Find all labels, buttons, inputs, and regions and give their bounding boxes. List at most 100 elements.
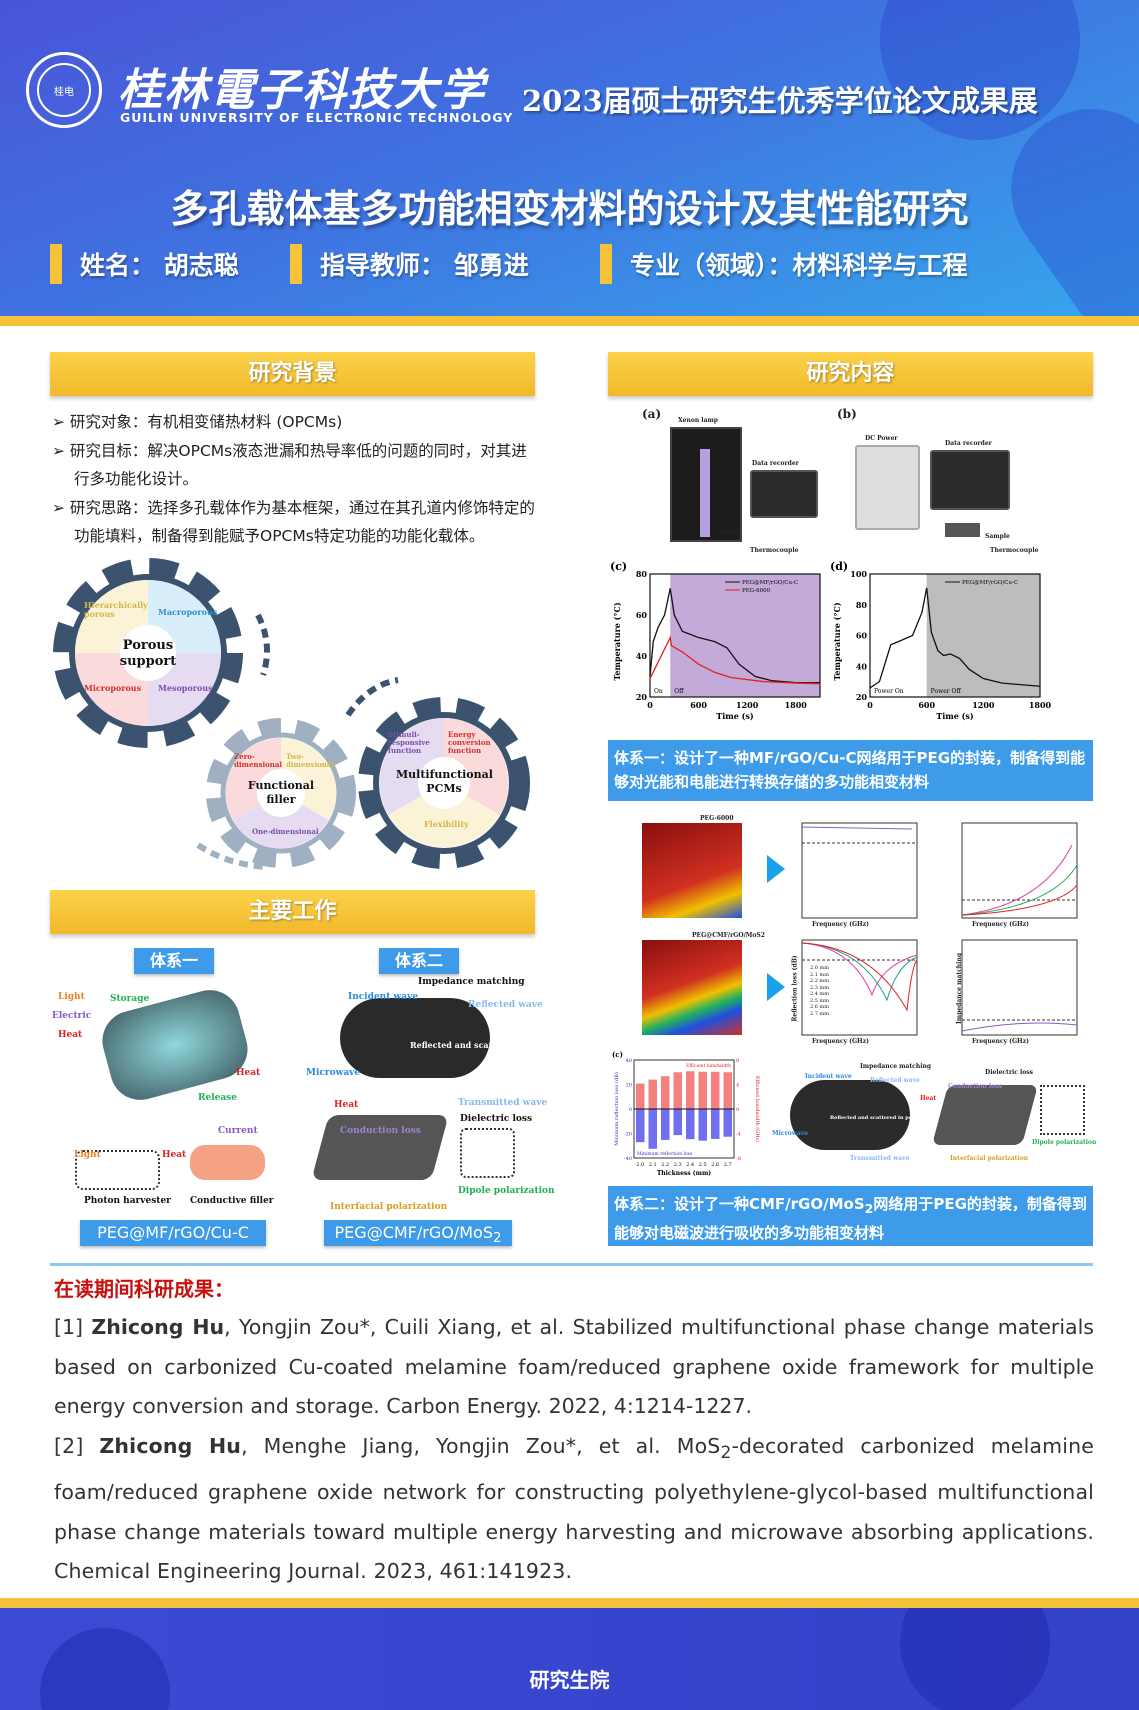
bar-min-rl <box>661 1109 670 1140</box>
arrow-dashed <box>255 613 270 676</box>
bar-min-rl <box>686 1109 695 1140</box>
data-recorder-device <box>750 470 818 518</box>
x-tick-label: 2.0 <box>636 1162 644 1168</box>
system2-schematic: Impedance matching Incident wave Reflect… <box>306 977 556 1212</box>
y2-tick-label: 0 <box>736 1107 739 1113</box>
y-axis-label: Temperature (°C) <box>832 602 842 680</box>
panel-label: (c) <box>612 1050 623 1059</box>
x-tick-label: 2.4 <box>686 1162 694 1168</box>
x-tick-label: 2.5 <box>699 1162 707 1168</box>
cmf-zoom-image <box>931 1085 1039 1145</box>
cmf-zoom-image <box>311 1115 449 1180</box>
background-bullets: ➢ 研究对象：有机相变储热材料 (OPCMs) ➢ 研究目标：解决OPCMs液态… <box>52 408 537 551</box>
plot-frame <box>649 573 821 698</box>
bullet-object: ➢ 研究对象：有机相变储热材料 (OPCMs) <box>52 413 343 431</box>
quadrant-macroporous: Macroporous <box>158 607 218 617</box>
xenon-lamp-box <box>670 427 742 542</box>
rgo-lattice-image <box>1040 1085 1085 1135</box>
series-line <box>649 588 820 684</box>
system2-tab: 体系二 <box>379 948 459 974</box>
x-tick-label: 1800 <box>1029 700 1052 710</box>
bullet-approach: ➢ 研究思路：选择多孔载体作为基本框架，通过在其孔道内修饰特定的功能填料，制备得… <box>52 498 535 546</box>
y-tick-label: 20 <box>636 692 648 702</box>
setup-a-figure: (a) Xenon lamp Data recorder Sample Ther… <box>640 405 840 555</box>
y-tick-label: 60 <box>636 610 648 620</box>
system2-material-name: PEG@CMF/rGO/MoS2 <box>324 1220 512 1246</box>
quadrant-microporous: Microporous <box>84 683 142 693</box>
y-tick-label: 0 <box>629 1107 632 1113</box>
y-tick-label: 60 <box>856 631 868 641</box>
sample-plate <box>945 523 980 537</box>
x-tick-label: 2.6 <box>711 1162 719 1168</box>
panel-label: (c) <box>610 560 627 573</box>
legend-label: Minimum reflection loss <box>637 1151 693 1157</box>
bar-bandwidth <box>698 1071 707 1109</box>
bar-min-rl <box>648 1109 657 1149</box>
y2-tick-label: -4 <box>736 1132 741 1138</box>
series-line <box>869 587 1041 689</box>
legend-label: PEG@MF/rGO/Cu-C <box>742 579 798 586</box>
publications-heading: 在读期间科研成果： <box>54 1277 234 1301</box>
y-tick-label: 20 <box>856 692 868 702</box>
x-tick-label: 600 <box>690 700 707 710</box>
bar-bandwidth <box>661 1076 670 1109</box>
cmf-image <box>790 1080 910 1150</box>
rl-3d-plot-b <box>642 940 742 1035</box>
data-recorder-device <box>930 450 1010 510</box>
legend-label: PEG@MF/rGO/Cu-C <box>962 579 1018 586</box>
bar-min-rl <box>673 1109 682 1136</box>
system1-schematic: Light Electric Heat Storage Heat Release… <box>50 980 290 1210</box>
rl-3d-plot-a <box>642 823 742 918</box>
university-logo: 桂电 <box>26 52 102 128</box>
section-heading-content: 研究内容 <box>608 352 1093 396</box>
annotation: Power Off <box>931 688 962 695</box>
gear-porous-support <box>53 558 243 748</box>
x-axis-label: Time (s) <box>936 711 974 721</box>
annotation: Off <box>674 688 684 695</box>
y2-tick-label: -8 <box>736 1156 741 1162</box>
panel-label: (d) <box>830 560 848 573</box>
sector-zero-dimensional: Zero-dimensional <box>234 752 283 770</box>
y-axis-label: Temperature (°C) <box>612 602 622 680</box>
x-tick-label: 0 <box>647 700 653 710</box>
x-tick-label: 2.3 <box>674 1162 682 1168</box>
poster-footer: 研究生院 <box>0 1608 1139 1710</box>
x-tick-label: 1800 <box>785 700 808 710</box>
y2-tick-label: 8 <box>736 1058 739 1064</box>
bar-bandwidth <box>648 1079 657 1109</box>
x-tick-label: 2.1 <box>649 1162 657 1168</box>
university-name-cn: 桂林電子科技大学 <box>118 65 486 116</box>
bar-bandwidth <box>673 1072 682 1109</box>
header-divider <box>0 316 1139 326</box>
y-tick-label: -20 <box>624 1132 632 1138</box>
sector-energy-conversion: Energy conversion function <box>448 730 491 756</box>
bar-bandwidth <box>723 1072 732 1109</box>
quadrant-hierarchically-porous: Hierarchically porous <box>84 600 148 620</box>
y-tick-label: 40 <box>626 1058 632 1064</box>
x-tick-label: 2.7 <box>724 1162 732 1168</box>
system1-caption: 体系一：设计了一种MF/rGO/Cu-C网络用于PEG的封装，制备得到能够对光能… <box>608 740 1093 801</box>
setup-b-figure: (b) DC Power Data recorder Sample Thermo… <box>837 407 1039 554</box>
arrow-right-icon <box>767 973 785 1001</box>
bar-bandwidth <box>711 1071 720 1109</box>
graduate-school: 研究生院 <box>529 1668 610 1692</box>
y-tick-label: 80 <box>636 569 648 579</box>
microwave-absorption-figure: PEG-6000 PEG@CMF/rGO/MoS2 Frequency (GHz… <box>612 815 1092 1050</box>
bar-min-rl <box>636 1109 645 1143</box>
plot-frame <box>869 573 1041 698</box>
arrow-dashed <box>345 677 399 717</box>
bar-min-rl <box>711 1109 720 1139</box>
x-tick-label: 1200 <box>736 700 759 710</box>
major-field: 专业（领域）：材料科学与工程 <box>600 244 968 284</box>
y2-axis-label: Efficient bandwidth (GHz) <box>754 1076 761 1142</box>
x-axis-label: Thickness (mm) <box>657 1170 711 1177</box>
annotation: On <box>654 688 663 695</box>
annotation: Power On <box>874 688 904 695</box>
x-tick-label: 0 <box>867 700 873 710</box>
functional-filler-label: Functional filler <box>247 779 315 806</box>
y-tick-label: 100 <box>850 569 867 579</box>
